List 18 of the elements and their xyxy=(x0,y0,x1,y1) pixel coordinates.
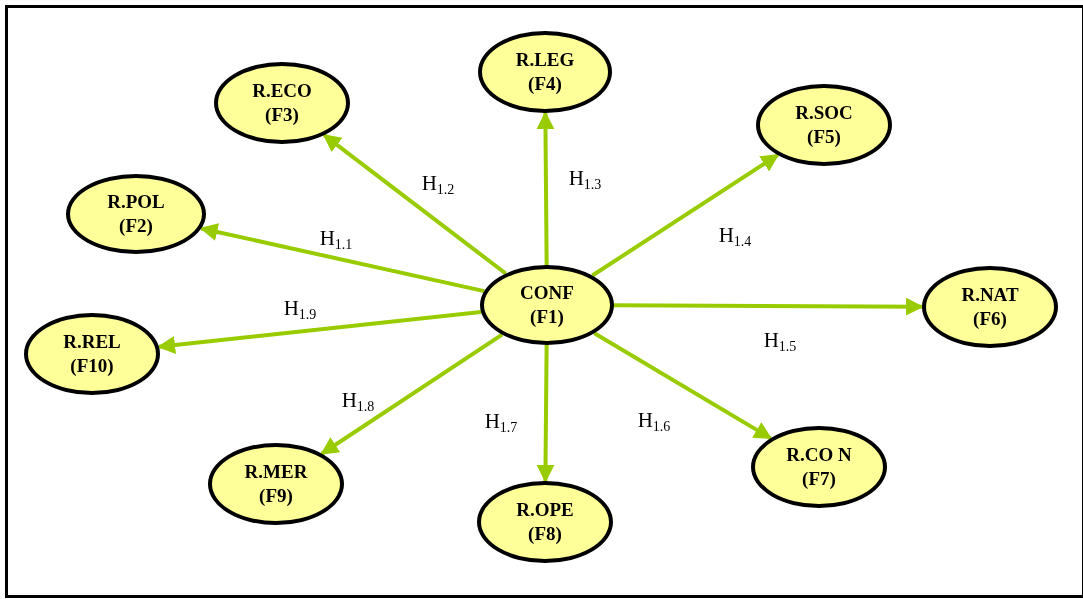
factor-label: R.MER (F9) xyxy=(243,460,309,508)
factor-label: R.POL (F2) xyxy=(106,190,166,238)
factor-label: R.ECO (F3) xyxy=(251,79,313,127)
factor-label: R.CO N (F7) xyxy=(785,443,853,491)
arrow xyxy=(322,133,507,276)
arrow xyxy=(157,310,482,354)
factor-label: R.SOC (F5) xyxy=(794,101,854,149)
arrow xyxy=(320,333,504,456)
factor-label: R.LEG (F4) xyxy=(514,48,576,96)
factor-label: R.OPE (F8) xyxy=(515,498,575,546)
factor-label: R.NAT (F6) xyxy=(960,283,1020,331)
arrow xyxy=(593,331,773,440)
arrow xyxy=(614,297,924,316)
arrow xyxy=(536,111,555,266)
factor-label: R.REL (F10) xyxy=(62,330,122,378)
arrow xyxy=(591,153,780,278)
factor-label: CONF (F1) xyxy=(519,281,575,329)
arrow xyxy=(536,344,555,483)
